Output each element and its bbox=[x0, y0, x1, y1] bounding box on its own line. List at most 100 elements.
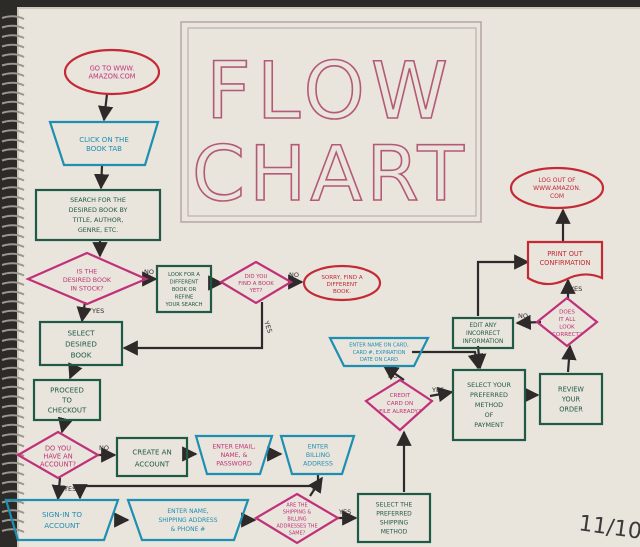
node-text-line: ORDER bbox=[559, 405, 583, 413]
label-in-stock-no: NO bbox=[144, 268, 154, 276]
title-line-1: FLOW bbox=[206, 47, 454, 137]
node-text-line: REVIEW bbox=[558, 385, 584, 393]
node-text-line: CARD ON bbox=[387, 401, 413, 407]
node-text-line: ACCOUNT? bbox=[40, 460, 77, 468]
node-text-line: METHOD bbox=[475, 401, 503, 409]
spiral-ring bbox=[1, 53, 25, 58]
node-text-line: REFINE bbox=[175, 294, 194, 300]
spiral-ring bbox=[1, 357, 25, 362]
spiral-ring bbox=[1, 385, 25, 391]
node-text-start: GO TO WWW.AMAZON.COM bbox=[89, 64, 136, 80]
node-text-line: DESIRED BOOK bbox=[63, 277, 112, 284]
label-correct-yes: YES bbox=[569, 285, 582, 293]
spiral-ring bbox=[1, 233, 25, 239]
have-account-diamond bbox=[15, 430, 101, 480]
spiral-ring bbox=[1, 91, 25, 96]
arrow-card-yes bbox=[429, 386, 454, 403]
review-box bbox=[538, 372, 604, 426]
node-text-line: SELECT bbox=[67, 329, 95, 338]
node-text-line: & PHONE # bbox=[171, 526, 206, 533]
spiral-ring bbox=[1, 224, 25, 229]
spiral-binding bbox=[1, 15, 25, 533]
node-text-line: YET? bbox=[249, 288, 263, 294]
spiral-ring bbox=[1, 328, 25, 334]
title-frame-outer bbox=[180, 21, 482, 223]
spiral-ring bbox=[1, 110, 25, 115]
arrow-find-yes bbox=[122, 302, 264, 356]
spiral-ring bbox=[1, 461, 25, 467]
spiral-ring bbox=[1, 195, 25, 201]
spiral-ring bbox=[1, 186, 25, 191]
node-text-line: INCORRECT bbox=[466, 331, 500, 337]
spiral-ring bbox=[1, 423, 25, 429]
spiral-ring bbox=[1, 157, 25, 163]
all-correct-diamond bbox=[535, 296, 599, 348]
shipping-method-box bbox=[356, 492, 432, 544]
node-text-line: OF bbox=[485, 411, 494, 419]
node-text-line: CREATE AN bbox=[132, 448, 171, 456]
search-box bbox=[34, 188, 162, 242]
spiral-ring bbox=[1, 433, 25, 438]
node-text-line: COM bbox=[550, 193, 564, 200]
node-text-line: BOOK bbox=[71, 351, 92, 360]
select-payment-box bbox=[451, 368, 527, 442]
node-text-line: SELECT THE bbox=[376, 502, 413, 509]
node-text-line: ACCOUNT bbox=[44, 521, 80, 530]
decision-labels: NO YES NO YES NO YES NO YES NO YES NO YE… bbox=[63, 268, 582, 516]
node-text-line: DID YOU bbox=[245, 274, 268, 280]
arrow-start-to-booktab bbox=[97, 93, 114, 122]
spiral-ring bbox=[1, 214, 25, 220]
spiral-ring bbox=[1, 43, 25, 49]
node-text-line: METHOD bbox=[381, 529, 408, 536]
spiral-ring bbox=[1, 281, 25, 286]
node-text-line: SHIPPING & bbox=[283, 510, 312, 516]
spiral-ring bbox=[1, 338, 25, 343]
node-text-line: PASSWORD bbox=[216, 461, 252, 468]
spiral-ring bbox=[1, 442, 25, 448]
spiral-ring bbox=[1, 72, 25, 77]
node-text-line: GO TO WWW. bbox=[90, 64, 135, 72]
spiral-ring bbox=[1, 319, 25, 324]
node-text-line: ENTER bbox=[308, 444, 329, 451]
spiral-ring bbox=[1, 205, 25, 210]
label-correct-no: NO bbox=[518, 312, 528, 320]
node-text-line: BOOK OR bbox=[172, 287, 197, 293]
node-text-create-account: CREATE AN ACCOUNT bbox=[132, 448, 171, 468]
node-text-line: DESIRED BOOK BY bbox=[69, 206, 128, 214]
sign-in-trapezoid bbox=[4, 498, 120, 542]
sorry-oval bbox=[302, 264, 382, 302]
node-text-line: PAYMENT bbox=[474, 421, 504, 429]
enter-card-trapezoid bbox=[328, 336, 430, 368]
spiral-ring bbox=[1, 138, 25, 144]
label-in-stock-yes: YES bbox=[91, 307, 104, 315]
node-text-line: AMAZON.COM bbox=[89, 72, 136, 80]
node-text-line: ADDRESSES THE bbox=[276, 524, 317, 530]
node-text-line: ADDRESS bbox=[303, 461, 333, 468]
label-find-no: NO bbox=[289, 271, 299, 279]
node-text-line: DATE ON CARD bbox=[360, 357, 398, 363]
find-book-diamond bbox=[218, 260, 294, 305]
node-text-enter-shipping: ENTER NAME,SHIPPING ADDRESS& PHONE # bbox=[158, 508, 217, 533]
spiral-ring bbox=[1, 129, 25, 134]
node-text-line: ACCOUNT bbox=[135, 460, 170, 468]
node-text-line: DO YOU bbox=[45, 444, 71, 452]
node-text-line: CONFIRMATION bbox=[540, 259, 591, 267]
node-text-line: IS THE bbox=[77, 269, 97, 276]
spiral-ring bbox=[1, 271, 25, 277]
node-text-line: LOOK FOR A bbox=[168, 272, 200, 278]
spiral-ring bbox=[1, 528, 25, 533]
arrow-edit-to-payment bbox=[471, 345, 487, 370]
logout-oval bbox=[509, 166, 605, 210]
label-account-yes: YES bbox=[63, 485, 76, 493]
arrow-card-no bbox=[382, 365, 405, 381]
node-text-line: ARE THE bbox=[286, 503, 307, 509]
node-text-line: PRINT OUT bbox=[547, 250, 584, 258]
